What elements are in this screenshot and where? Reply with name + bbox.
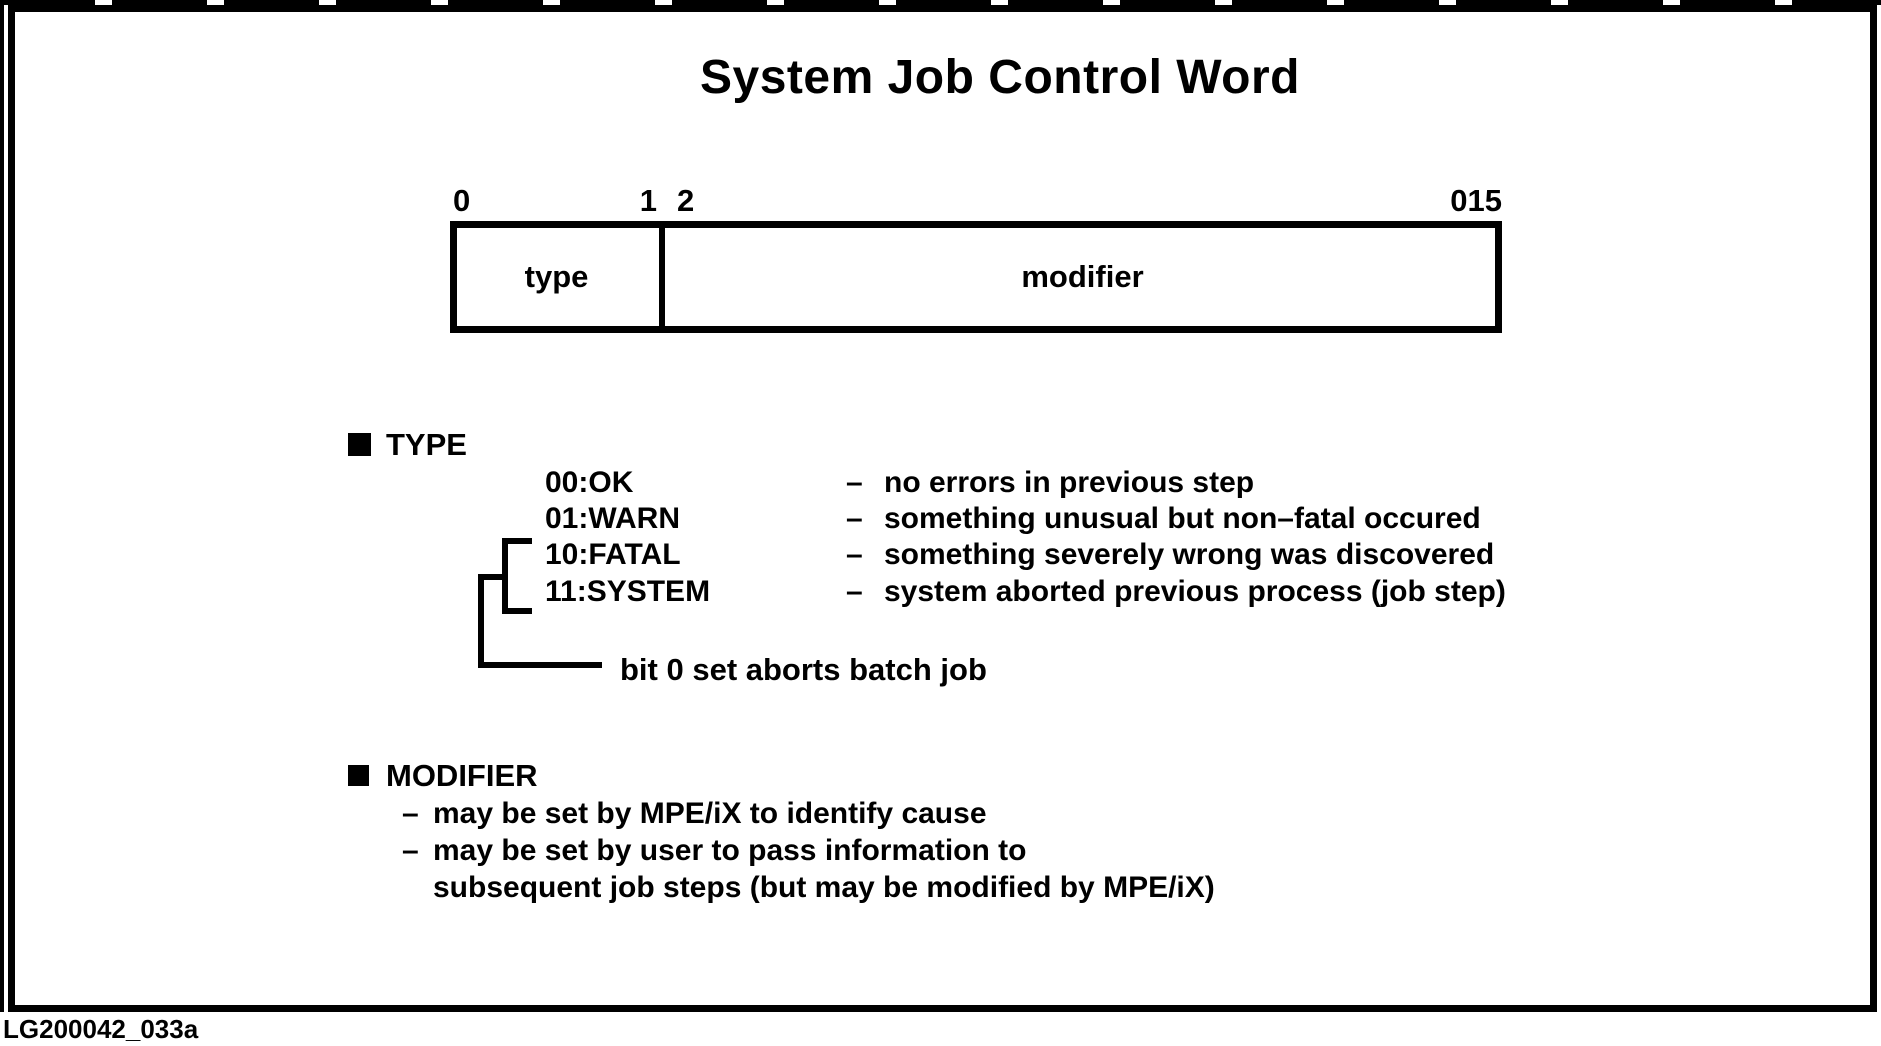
outer-bracket-stub xyxy=(478,574,508,580)
type-description: system aborted previous process (job ste… xyxy=(884,575,1506,608)
type-description: something unusual but non–fatal occured xyxy=(884,502,1481,535)
field-modifier-label: modifier xyxy=(1021,259,1144,294)
modifier-line: subsequent job steps (but may be modifie… xyxy=(433,871,1215,904)
scan-artifact-left xyxy=(0,0,4,1012)
dash-icon: – xyxy=(846,575,863,608)
square-bullet-icon xyxy=(348,765,369,786)
modifier-section-heading: MODIFIER xyxy=(386,758,538,793)
slide-border xyxy=(8,5,1877,1012)
bit-number-0: 0 xyxy=(453,183,471,218)
dash-icon: – xyxy=(846,538,863,571)
type-code: 00:OK xyxy=(545,466,634,499)
modifier-line: may be set by user to pass information t… xyxy=(433,834,1027,867)
page-title: System Job Control Word xyxy=(700,51,1300,104)
bit-number-2: 2 xyxy=(677,183,695,218)
type-description: something severely wrong was discovered xyxy=(884,538,1495,571)
modifier-line: may be set by MPE/iX to identify cause xyxy=(433,797,987,830)
field-type-label: type xyxy=(524,259,589,294)
square-bullet-icon xyxy=(348,433,371,456)
word-field-box xyxy=(450,221,1502,333)
type-description: no errors in previous step xyxy=(884,466,1255,499)
type-section-heading: TYPE xyxy=(386,427,467,462)
outer-bracket-pointer xyxy=(478,662,602,668)
scan-artifact-top xyxy=(0,0,1881,5)
dash-icon: – xyxy=(402,797,419,830)
type-code: 01:WARN xyxy=(545,502,681,535)
figure-id: LG200042_033a xyxy=(3,1014,199,1044)
dash-icon: – xyxy=(846,466,863,499)
type-code: 11:SYSTEM xyxy=(545,575,711,608)
dash-icon: – xyxy=(846,502,863,535)
dash-icon: – xyxy=(402,834,419,867)
bit-number-1: 1 xyxy=(639,183,657,218)
field-divider-line xyxy=(659,221,665,333)
outer-bracket-line xyxy=(478,574,484,668)
bit0-note: bit 0 set aborts batch job xyxy=(620,652,987,687)
type-code: 10:FATAL xyxy=(545,538,681,571)
bit-number-15: 015 xyxy=(1450,183,1502,218)
